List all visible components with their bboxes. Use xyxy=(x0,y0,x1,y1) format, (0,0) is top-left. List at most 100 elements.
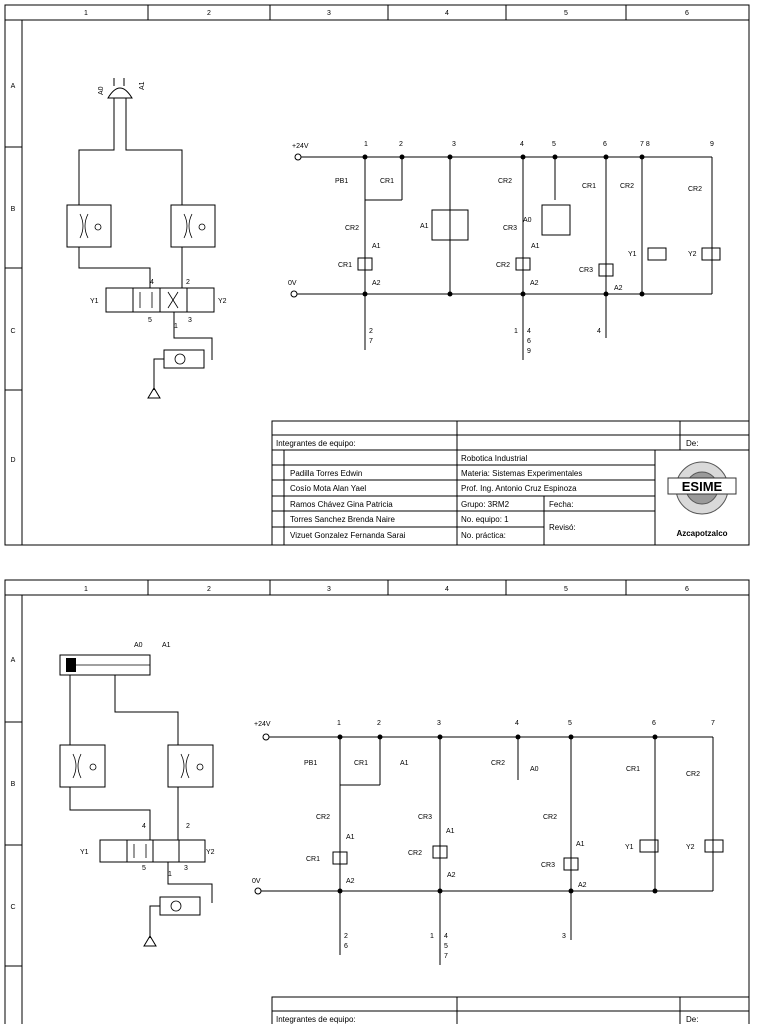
col2-label-5: 5 xyxy=(564,586,568,593)
esime-logo-icon: ESIME xyxy=(667,461,737,515)
y1-coil-icon xyxy=(647,247,667,261)
sensor-a0-icon xyxy=(541,204,571,236)
cr2-contact-label-b: CR2 xyxy=(498,178,512,185)
practice-number: No. práctica: xyxy=(461,531,506,540)
line-num-9: 9 xyxy=(710,141,714,148)
supply-pos-label: +24V xyxy=(292,143,309,150)
y1-coil-label: Y1 xyxy=(628,251,637,258)
air-source2-icon xyxy=(143,935,157,947)
member-5: Vizuet Gonzalez Fernanda Sarai xyxy=(290,531,406,540)
a1-label2-2: A1 xyxy=(446,828,455,835)
sheet-of2-label: De: xyxy=(686,1015,698,1024)
filter-regulator-icon xyxy=(163,349,205,369)
xref2-1-b: 6 xyxy=(344,943,348,950)
xref2-3-a: 3 xyxy=(562,933,566,940)
line2-num-1: 1 xyxy=(337,720,341,727)
flow-control2-right-icon xyxy=(167,744,214,788)
flow-control2-left-icon xyxy=(59,744,106,788)
a2-label-1: A2 xyxy=(372,280,381,287)
electric-circuit-1: +24V 0V 1 2 3 4 5 6 7 8 xyxy=(288,141,721,360)
y2-coil2-label: Y2 xyxy=(686,844,695,851)
group-name: Grupo: 3RM2 xyxy=(461,500,510,509)
line-num-4: 4 xyxy=(520,141,524,148)
actuator-a1-label: A1 xyxy=(139,81,146,90)
cr2-label-2: CR2 xyxy=(491,760,505,767)
cr3-coil2-icon xyxy=(563,857,579,871)
cr2-coil-label: CR2 xyxy=(496,262,510,269)
logo-text: ESIME xyxy=(682,479,723,494)
col-label-3: 3 xyxy=(327,10,331,17)
cr3-contact-label: CR3 xyxy=(503,225,517,232)
col2-label-6: 6 xyxy=(685,586,689,593)
campus-name: Azcapotzalco xyxy=(676,529,727,538)
xref-2-b: 4 xyxy=(527,328,531,335)
col-label-5: 5 xyxy=(564,10,568,17)
a1-label-2: A1 xyxy=(531,243,540,250)
row2-label-c: C xyxy=(10,904,15,911)
cr2-coil2-label: CR2 xyxy=(408,850,422,857)
member-4: Torres Sanchez Brenda Naire xyxy=(290,515,395,524)
cr1-contact-label: CR1 xyxy=(380,178,394,185)
cr2-coil2-icon xyxy=(432,845,448,859)
line2-num-7: 7 xyxy=(711,720,715,727)
sheet-of-label: De: xyxy=(686,439,698,448)
cr2-label-2d: CR2 xyxy=(543,814,557,821)
course-name: Robotica Industrial xyxy=(461,454,527,463)
line-num-3: 3 xyxy=(452,141,456,148)
line2-num-4: 4 xyxy=(515,720,519,727)
port-4-label: 4 xyxy=(150,279,154,286)
member-1: Padilla Torres Edwin xyxy=(290,469,362,478)
port-3-label: 3 xyxy=(188,317,192,324)
a1-label2-1: A1 xyxy=(346,834,355,841)
cr2-contact-label: CR2 xyxy=(345,225,359,232)
actuator-a0-label: A0 xyxy=(98,86,105,95)
sheet-1: 1 2 3 4 5 6 A B C D A0 A1 xyxy=(4,4,750,546)
cr1-label-2: CR1 xyxy=(354,760,368,767)
members-title: Integrantes de equipo: xyxy=(276,439,356,448)
date-label: Fecha: xyxy=(549,500,573,509)
port2-1-label: 1 xyxy=(168,871,172,878)
port2-3-label: 3 xyxy=(184,865,188,872)
line-num-6: 6 xyxy=(603,141,607,148)
cr3-coil-icon xyxy=(598,263,614,277)
cr3-coil2-label: CR3 xyxy=(541,862,555,869)
col-label-2: 2 xyxy=(207,10,211,17)
filter-regulator2-icon xyxy=(159,896,201,916)
port-1-label: 1 xyxy=(174,323,178,330)
supply2-pos-label: +24V xyxy=(254,721,271,728)
cr2-label-2b: CR2 xyxy=(686,771,700,778)
actuator2-a1-label: A1 xyxy=(162,642,171,649)
row2-label-a: A xyxy=(11,657,16,664)
col2-label-2: 2 xyxy=(207,586,211,593)
col2-label-3: 3 xyxy=(327,586,331,593)
supply-neg-label: 0V xyxy=(288,280,297,287)
port2-2-label: 2 xyxy=(186,823,190,830)
air-source-icon xyxy=(147,387,161,399)
xref2-2-d: 7 xyxy=(444,953,448,960)
pb1-label-2: PB1 xyxy=(304,760,317,767)
line-num-5: 5 xyxy=(552,141,556,148)
cr1-contact-label-c: CR2 xyxy=(620,183,634,190)
a1-sensor-label-2: A1 xyxy=(400,760,409,767)
solenoid-y1-label: Y1 xyxy=(90,298,99,305)
rotary-actuator-icon xyxy=(107,87,133,99)
col-label-4: 4 xyxy=(445,10,449,17)
members2-title: Integrantes de equipo: xyxy=(276,1015,356,1024)
line-num-7-8: 7 8 xyxy=(640,141,650,148)
sensor-a1-label: A1 xyxy=(420,223,429,230)
solenoid2-y2-label: Y2 xyxy=(206,849,215,856)
cr1-label-2b: CR1 xyxy=(626,766,640,773)
xref-2-d: 9 xyxy=(527,348,531,355)
flow-control-valve-right-icon xyxy=(170,204,216,248)
cr2-contact-label-d: CR2 xyxy=(688,186,702,193)
member-3: Ramos Chávez Gina Patricia xyxy=(290,500,393,509)
revised-label: Revisó: xyxy=(549,523,576,532)
flow-control-valve-left-icon xyxy=(66,204,112,248)
solenoid2-y1-label: Y1 xyxy=(80,849,89,856)
port-5-label: 5 xyxy=(148,317,152,324)
pb1-label: PB1 xyxy=(335,178,348,185)
y2-coil-label: Y2 xyxy=(688,251,697,258)
port2-4-label: 4 xyxy=(142,823,146,830)
col-label-6: 6 xyxy=(685,10,689,17)
